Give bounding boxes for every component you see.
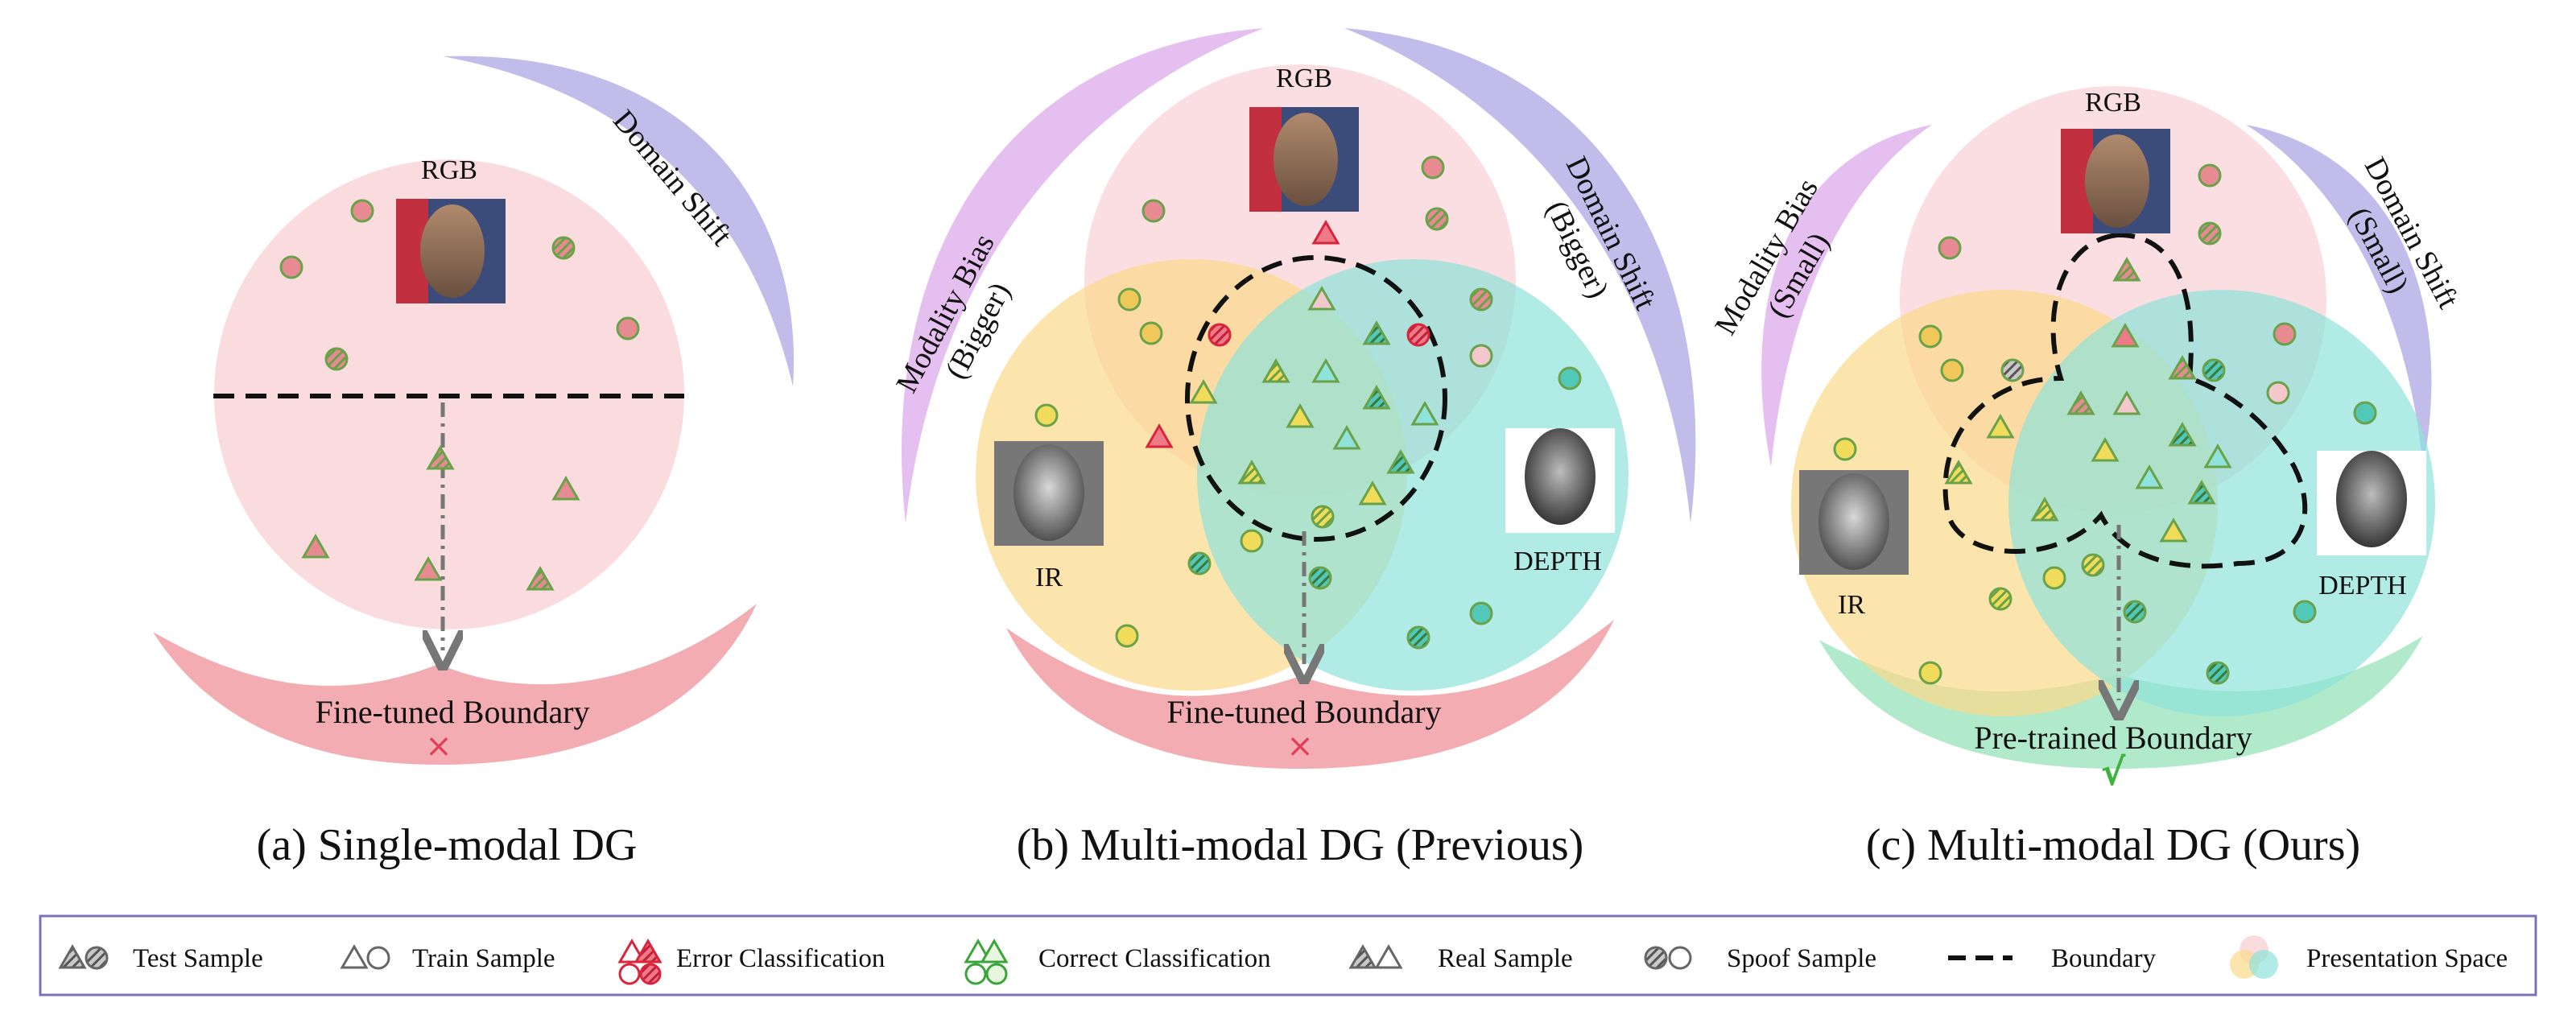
modality-bias-arc (902, 28, 1264, 523)
fine-tuned-boundary-arc (1006, 620, 1614, 769)
boundary-label: Pre-trained Boundary (1974, 720, 2252, 756)
caption-c: (c) Multi-modal DG (Ours) (1866, 820, 2360, 870)
rgb-face-image (396, 199, 506, 303)
samples-c (1833, 163, 2377, 685)
legend-train-sample-label: Train Sample (412, 944, 555, 973)
rgb-label: RGB (421, 155, 477, 185)
rgb-label: RGB (2085, 88, 2141, 118)
rgb-face-image (1249, 107, 1359, 212)
success-mark: √ (2101, 750, 2126, 794)
depth-space (2008, 290, 2435, 716)
legend-spoof-sample: Spoof Sample (1644, 944, 1876, 973)
legend-error-classification: Error Classification (617, 938, 885, 985)
legend: Test Sample Train Sample Error Classific… (39, 914, 2537, 997)
depth-face-image (2317, 451, 2426, 555)
legend-test-sample-label: Test Sample (133, 944, 263, 973)
boundary-trefoil (1942, 232, 2308, 569)
legend-correct-classification-label: Correct Classification (1038, 944, 1271, 973)
ir-label: IR (1838, 590, 1865, 620)
boundary-label: Fine-tuned Boundary (1166, 694, 1441, 730)
ir-face-image (1799, 470, 1909, 575)
boundary-label: Fine-tuned Boundary (315, 694, 589, 730)
legend-frame (39, 914, 2537, 997)
domain-shift-arc (443, 56, 795, 386)
fine-tuned-boundary-arc (153, 604, 757, 765)
legend-correct-classification: Correct Classification (964, 938, 1271, 985)
domain-shift-arc (2246, 125, 2432, 467)
depth-label: DEPTH (2318, 571, 2407, 600)
samples-a (279, 199, 640, 591)
domain-shift-arc (1344, 28, 1696, 523)
legend-error-classification-label: Error Classification (676, 944, 885, 973)
legend-presentation-space: Presentation Space (2230, 935, 2508, 979)
legend-spoof-sample-label: Spoof Sample (1727, 944, 1876, 973)
panel-a: RGB Domain Shift Fine-tuned Boundary × (… (153, 56, 795, 870)
ir-face-image (994, 441, 1104, 546)
legend-boundary-label: Boundary (2051, 944, 2157, 973)
legend-real-sample: Real Sample (1348, 943, 1573, 973)
modality-bias-arc (1761, 125, 1932, 467)
legend-test-sample: Test Sample (58, 943, 263, 973)
legend-train-sample: Train Sample (340, 943, 555, 973)
legend-boundary: Boundary (1948, 944, 2157, 973)
depth-label: DEPTH (1513, 547, 1602, 576)
depth-face-image (1505, 428, 1615, 533)
samples-b (1034, 155, 1582, 650)
rgb-face-image (2061, 129, 2170, 233)
caption-b: (b) Multi-modal DG (Previous) (1017, 820, 1584, 870)
panel-b: RGB IR DEPTH Modality Bias (Bigger) Doma… (890, 28, 1696, 870)
fail-mark: × (425, 728, 452, 765)
legend-real-sample-label: Real Sample (1438, 944, 1573, 973)
fail-mark: × (1286, 728, 1314, 765)
caption-a: (a) Single-modal DG (257, 820, 638, 870)
panel-c: RGB IR DEPTH Modality Bias (Small) Domai… (1708, 86, 2466, 870)
ir-label: IR (1035, 563, 1063, 592)
boundary-ellipse (1185, 255, 1447, 542)
rgb-label: RGB (1276, 64, 1332, 93)
legend-presentation-space-label: Presentation Space (2306, 944, 2508, 973)
